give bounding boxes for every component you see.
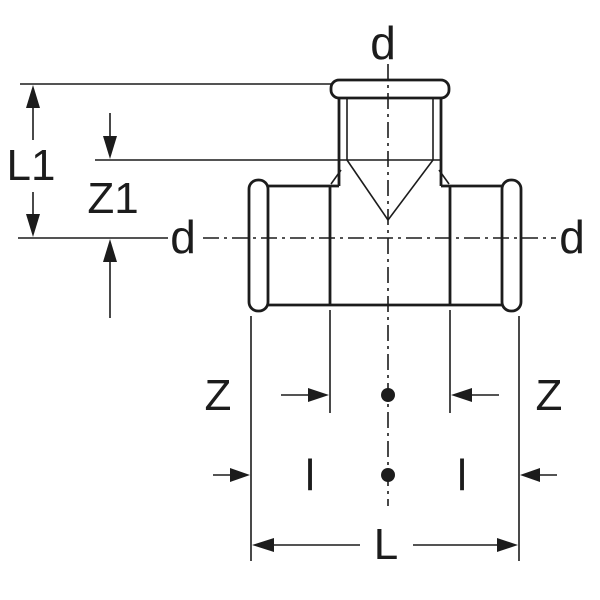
z-center-dot xyxy=(381,388,395,402)
label-z-right: Z xyxy=(536,371,563,420)
label-d-left: d xyxy=(170,211,196,263)
junction-chamfer-right xyxy=(438,169,450,185)
dimension-l-row: l l xyxy=(213,451,557,500)
z1-arrow-down xyxy=(103,136,117,159)
dimension-z1: Z1 xyxy=(87,113,139,318)
label-l1: L1 xyxy=(7,141,56,190)
diameter-labels: d d d xyxy=(170,17,585,263)
l-total-arrow-right xyxy=(497,538,518,552)
dimension-z-row: Z Z xyxy=(205,371,563,420)
tee-fitting-outline xyxy=(247,78,523,313)
right-press-bead xyxy=(500,178,523,313)
z-left-arrow-right xyxy=(308,388,329,402)
l1-arrow-up xyxy=(26,85,40,108)
dimension-l-total: L xyxy=(252,520,518,569)
label-l-total: L xyxy=(374,520,398,569)
l-right-arrow-left xyxy=(520,468,540,482)
left-press-bead xyxy=(247,178,270,313)
z1-arrow-up xyxy=(103,239,117,262)
label-z1: Z1 xyxy=(87,174,138,223)
label-l-right: l xyxy=(457,451,467,500)
l-left-arrow-right xyxy=(230,468,250,482)
label-l-left: l xyxy=(305,451,315,500)
branch-press-bead xyxy=(329,78,451,100)
label-d-top: d xyxy=(370,17,396,69)
junction-chamfer-left xyxy=(330,169,342,185)
label-d-right: d xyxy=(559,211,585,263)
centerlines xyxy=(203,64,556,506)
extension-lines xyxy=(18,83,520,561)
l-total-arrow-left xyxy=(252,538,274,552)
dimension-l1: L1 xyxy=(7,85,56,237)
l-center-dot xyxy=(381,468,395,482)
z-right-arrow-left xyxy=(451,388,472,402)
l1-arrow-down xyxy=(26,214,40,237)
junction-diagonal-right xyxy=(387,159,434,221)
junction-diagonal-left xyxy=(346,159,389,221)
label-z-left: Z xyxy=(205,371,232,420)
